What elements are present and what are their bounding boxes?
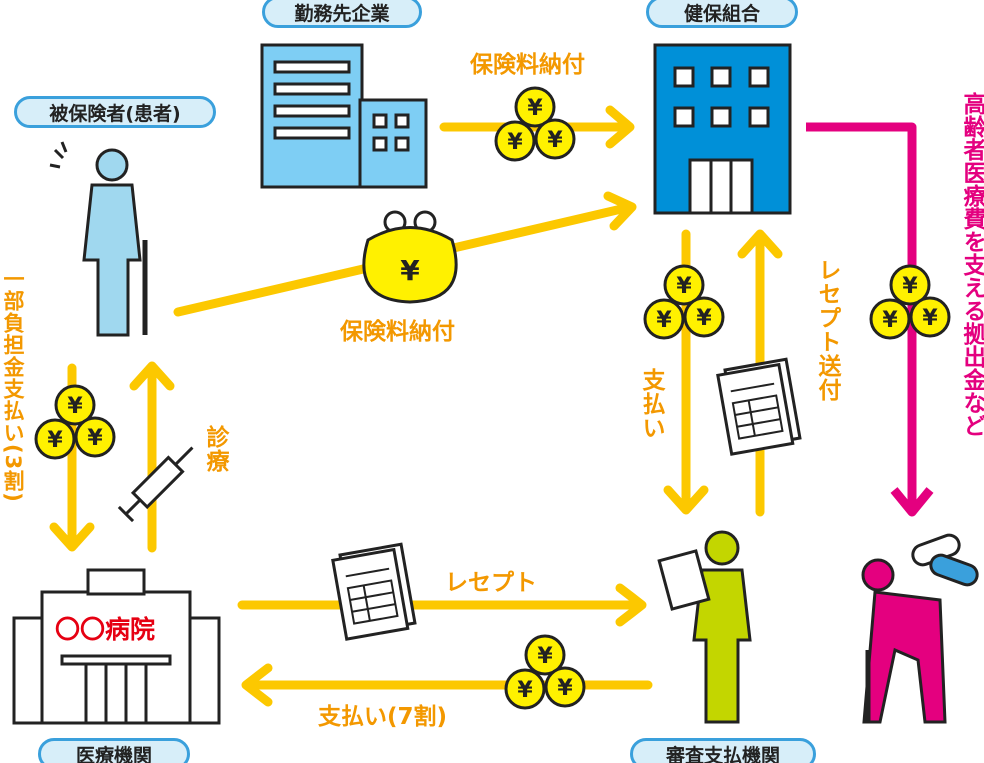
flow-copay: 一部負担金支払い(3割) xyxy=(1,268,25,503)
patient-figure xyxy=(49,141,148,337)
flow-payment: 支払い xyxy=(638,368,664,440)
elderly-figure xyxy=(861,533,979,724)
syringe-icon xyxy=(117,446,194,523)
svg-text:¥: ¥ xyxy=(400,254,420,287)
flow-premium-patient: 保険料納付 xyxy=(340,319,455,345)
label-medical: 医療機関 xyxy=(38,738,190,763)
reviewer-figure xyxy=(657,530,752,724)
label-review: 審査支払機関 xyxy=(630,738,816,763)
company-building xyxy=(260,43,428,189)
receipt-document-icon xyxy=(331,542,417,641)
flow-payment70: 支払い(7割) xyxy=(318,704,448,730)
flow-premium-company: 保険料納付 xyxy=(470,52,585,78)
flow-arrows xyxy=(49,105,783,707)
flow-receipt: レセプト xyxy=(445,570,537,596)
elderly-arrow xyxy=(806,122,934,517)
coins-icon xyxy=(496,88,574,160)
flow-treatment: 診療 xyxy=(202,425,228,473)
receipt-document-icon xyxy=(716,357,802,456)
hospital-building xyxy=(12,568,221,725)
label-company: 勤務先企業 xyxy=(262,0,422,28)
coins-icon xyxy=(506,636,584,708)
label-insurer: 健保組合 xyxy=(646,0,798,28)
purse-icon: ¥ xyxy=(362,210,458,304)
hospital-sign: 〇〇病院 xyxy=(55,615,156,644)
insurer-building xyxy=(653,43,792,215)
flow-receipt-send: レセプト送付 xyxy=(814,258,840,402)
flow-elderly: 高齢者医療費を支える拠出金など xyxy=(959,92,984,437)
label-patient: 被保険者(患者) xyxy=(14,96,216,128)
